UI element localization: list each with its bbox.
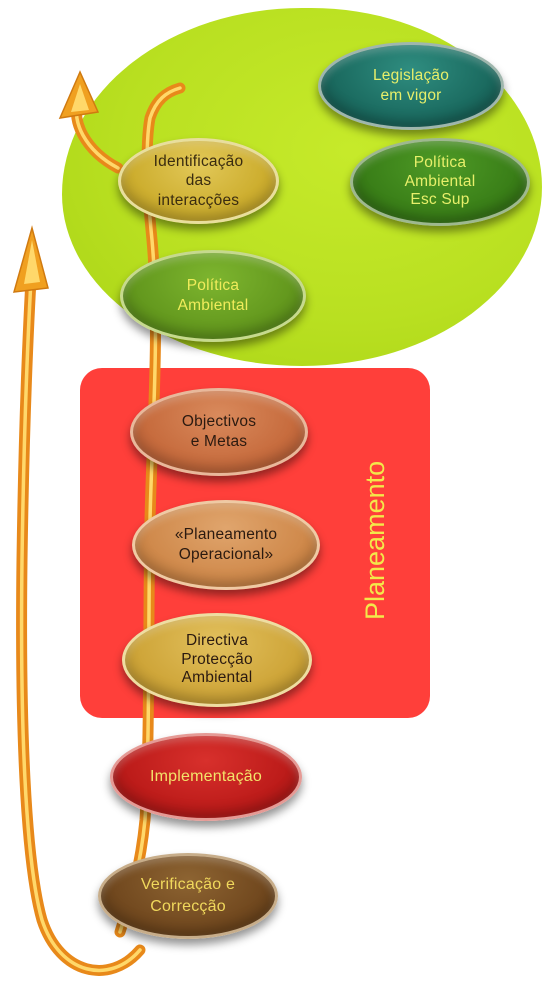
node-planeamento-operacional: «Planeamento Operacional»: [132, 500, 320, 590]
node-legislacao: Legislação em vigor: [318, 42, 504, 130]
node-verificacao: Verificação e Correcção: [98, 853, 278, 939]
node-identificacao: Identificação das interacções: [118, 138, 279, 224]
node-objectivos: Objectivos e Metas: [130, 388, 308, 476]
node-politica-ambiental: Política Ambiental: [120, 250, 306, 342]
node-implementacao: Implementação: [110, 733, 302, 821]
node-politica-esc-sup: Política Ambiental Esc Sup: [350, 138, 530, 226]
outer-loop-arrow: [16, 256, 146, 976]
node-directiva: Directiva Protecção Ambiental: [122, 613, 312, 707]
